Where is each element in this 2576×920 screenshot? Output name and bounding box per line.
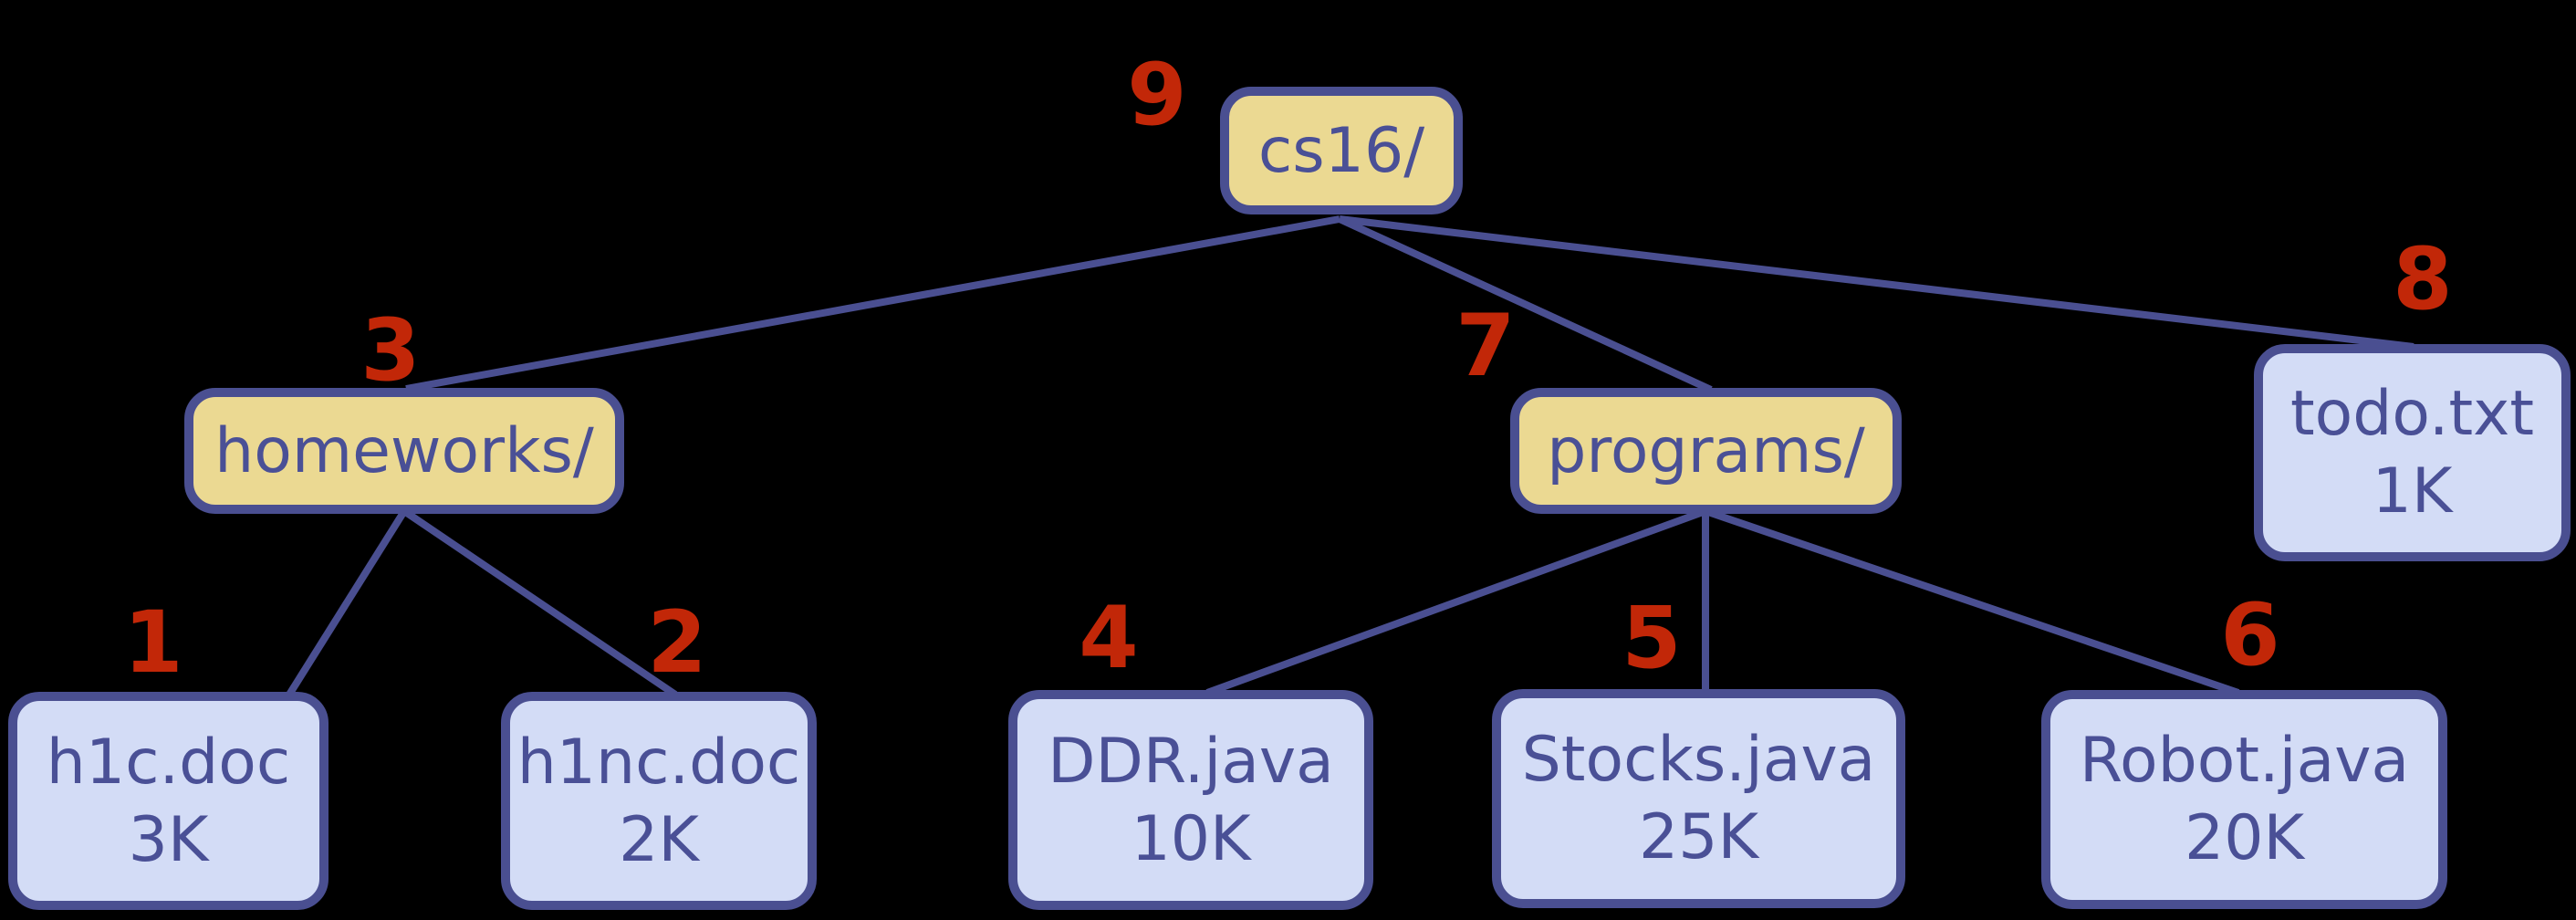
node-label: todo.txt (2289, 378, 2535, 450)
node-cs16-directory: cs16/ (1220, 87, 1463, 214)
traversal-number-cs16: 9 (1127, 46, 1187, 145)
edge-programs-robot (1704, 507, 2240, 696)
traversal-number-h1nc: 2 (647, 593, 707, 693)
edge-homeworks-h1c (286, 508, 408, 697)
node-ddr-java-file: DDR.java 10K (1008, 690, 1373, 910)
node-size: 20K (2184, 802, 2305, 874)
node-stocks-java-file: Stocks.java 25K (1492, 689, 1905, 908)
node-label: h1nc.doc (516, 726, 801, 799)
node-label: programs/ (1547, 414, 1865, 487)
traversal-number-ddr: 4 (1079, 589, 1139, 688)
node-size: 1K (2372, 455, 2453, 528)
node-size: 25K (1638, 801, 1759, 873)
node-label: Robot.java (2079, 725, 2410, 797)
node-label: cs16/ (1257, 114, 1425, 187)
edge-programs-ddr (1205, 507, 1707, 696)
node-size: 10K (1131, 802, 1251, 875)
node-size: 3K (128, 803, 209, 876)
traversal-number-stocks: 5 (1622, 589, 1682, 688)
node-label: DDR.java (1048, 725, 1334, 798)
edge-cs16-homeworks (405, 215, 1340, 392)
node-robot-java-file: Robot.java 20K (2041, 690, 2447, 909)
node-h1nc-doc-file: h1nc.doc 2K (501, 692, 817, 910)
node-label: homeworks/ (214, 414, 594, 487)
node-label: h1c.doc (46, 726, 291, 799)
traversal-number-todo: 8 (2393, 230, 2453, 329)
node-todo-txt-file: todo.txt 1K (2254, 344, 2571, 561)
node-size: 2K (619, 803, 699, 876)
node-h1c-doc-file: h1c.doc 3K (8, 692, 329, 910)
traversal-number-programs: 7 (1455, 297, 1516, 396)
node-label: Stocks.java (1521, 724, 1876, 796)
node-homeworks-directory: homeworks/ (184, 388, 624, 514)
traversal-number-robot: 6 (2220, 586, 2280, 685)
node-programs-directory: programs/ (1510, 388, 1902, 514)
edge-cs16-programs (1338, 215, 1713, 393)
edge-homeworks-h1nc (402, 507, 678, 698)
traversal-number-homeworks: 3 (360, 301, 421, 401)
edge-cs16-todo (1339, 215, 2414, 350)
traversal-number-h1c: 1 (123, 593, 183, 693)
